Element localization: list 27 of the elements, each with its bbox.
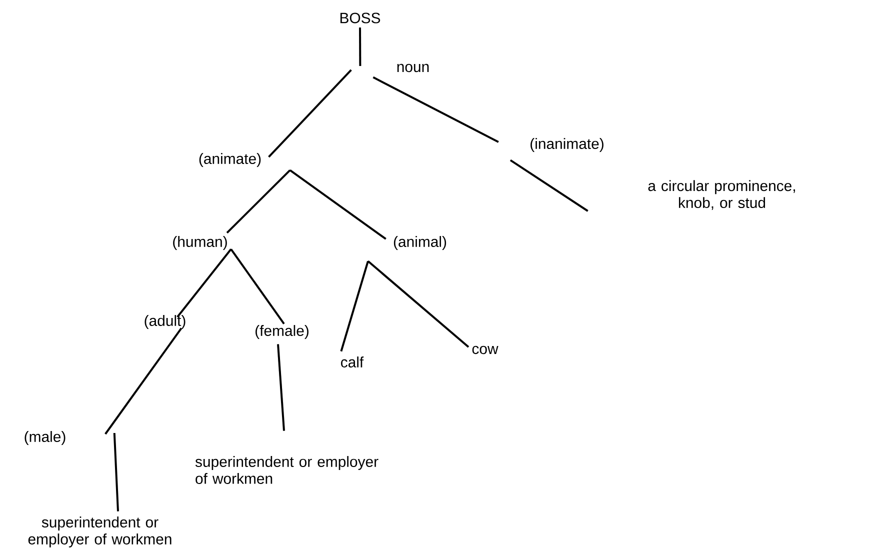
node-label: (adult) (144, 315, 186, 329)
node-label: BOSS (340, 12, 380, 24)
tree-branch (230, 248, 285, 324)
tree-branch (359, 27, 362, 66)
tree-branch (340, 260, 369, 352)
tree-branch (268, 69, 352, 158)
tree-branch (372, 76, 499, 143)
tree-branch (226, 169, 291, 234)
node-label: (female) (256, 325, 308, 339)
node-label: noun (397, 64, 429, 72)
node-label: (inanimate) (530, 138, 604, 152)
node-label: (male) (24, 431, 66, 445)
node-label: superintendent or employer of workmen (195, 456, 378, 484)
node-label: (human) (173, 236, 227, 250)
node-label: superintendent or employer of workmen (28, 516, 172, 548)
node-label: a circular prominence, knob, or stud (648, 180, 795, 210)
tree-branch (367, 260, 470, 348)
node-label: calf (341, 356, 364, 368)
tree-branch (104, 328, 182, 435)
tree-branch (510, 159, 588, 212)
tree-branch (176, 248, 232, 318)
node-label: (animal) (394, 236, 446, 250)
node-label: cow (472, 346, 498, 354)
tree-branch (289, 169, 386, 240)
tree-branch (277, 344, 285, 431)
node-label: (animate) (199, 153, 261, 167)
tree-branch (113, 432, 119, 512)
